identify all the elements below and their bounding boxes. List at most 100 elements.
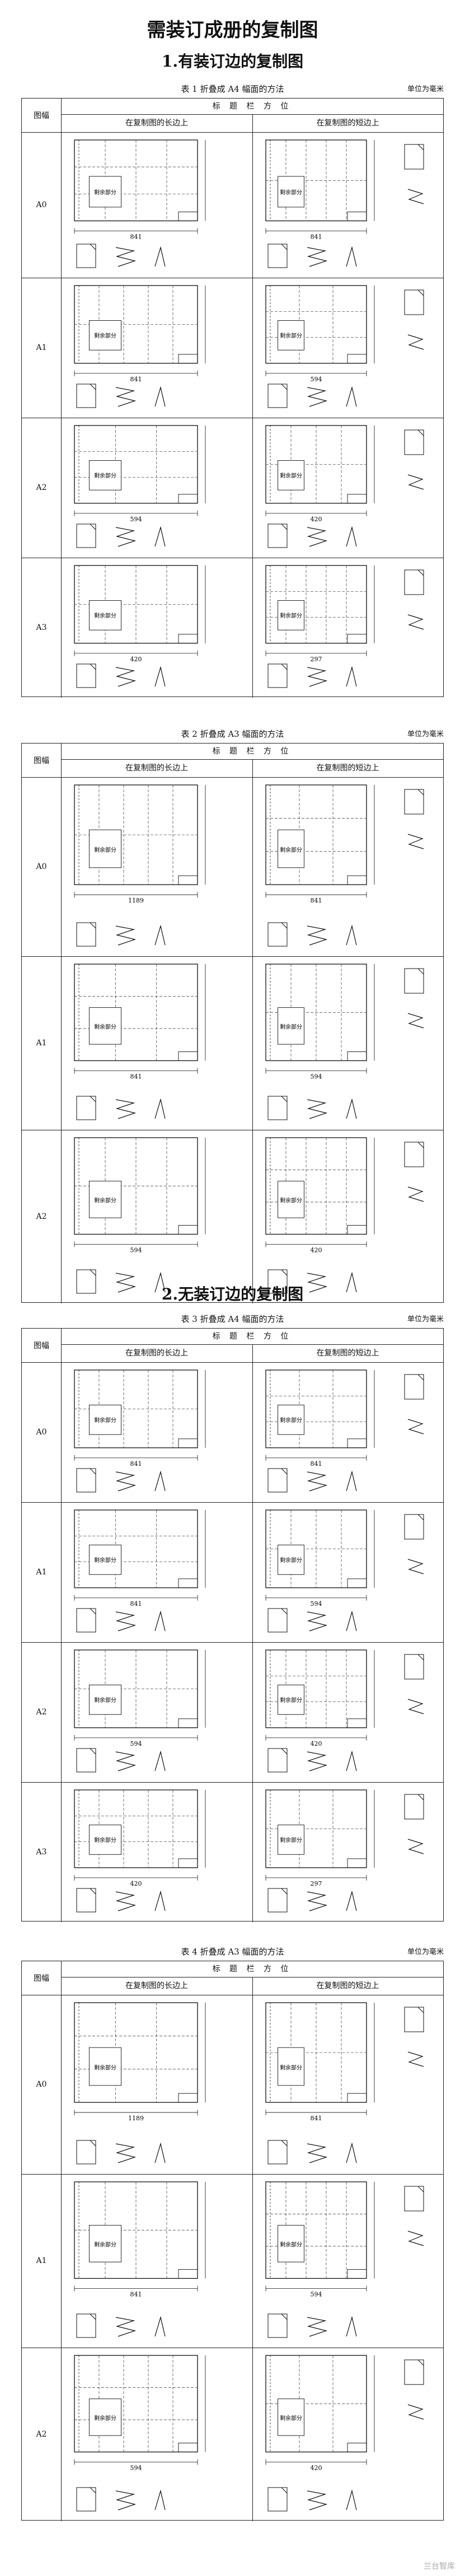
remaining-part-box	[88, 1685, 122, 1715]
zigzag-fold-icon	[115, 925, 137, 946]
title-block-mark	[347, 1051, 367, 1061]
fold-direction-icon	[346, 924, 357, 946]
remaining-part-box	[88, 1405, 122, 1435]
title-block-mark	[347, 1578, 367, 1588]
dimension-label: 420	[311, 2464, 322, 2471]
header-short-side: 在复制图的短边上	[252, 114, 443, 133]
remaining-part-box	[88, 829, 122, 868]
short-side-diagram: 剩余部分 420	[265, 1649, 424, 1773]
row-format-label: A3	[22, 558, 62, 698]
remaining-part-box	[278, 600, 304, 630]
document-title: 需装订成册的复制图	[147, 19, 318, 41]
row-format-label: A0	[22, 1995, 62, 2174]
fold-direction-icon	[346, 526, 357, 547]
dimension-label: 841	[311, 2115, 322, 2122]
zigzag-fold-icon	[407, 614, 424, 630]
table-caption: 表 4 折叠成 A3 幅面的方法单位为毫米	[21, 1946, 444, 1959]
zigzag-fold-icon	[307, 1471, 328, 1492]
fold-direction-icon	[346, 246, 357, 267]
folded-page-icon	[76, 2140, 96, 2164]
folded-page-icon	[76, 1269, 96, 1294]
zigzag-fold-icon	[407, 1559, 424, 1574]
remaining-part-label: 剩余部分	[280, 1696, 302, 1704]
remaining-part-box	[278, 1685, 304, 1715]
fold-direction-icon	[346, 386, 357, 407]
remaining-part-label: 剩余部分	[94, 846, 116, 853]
watermark: 兰台智库	[424, 2562, 455, 2571]
zigzag-fold-icon	[115, 667, 137, 687]
row-format-label: A2	[22, 1130, 62, 1303]
title-block-mark	[178, 2093, 198, 2103]
table-caption-text: 表 3 折叠成 A4 幅面的方法	[181, 1314, 284, 1324]
remaining-part-box	[278, 1405, 304, 1435]
sheet-outline	[265, 2181, 367, 2279]
remaining-part-box	[278, 1007, 304, 1045]
remaining-part-label: 剩余部分	[280, 1556, 302, 1564]
row-format-label: A1	[22, 278, 62, 418]
remaining-part-box	[278, 829, 304, 868]
title-block-mark	[178, 1858, 198, 1868]
section-heading: 1.有装订边的复制图	[161, 52, 304, 71]
fold-direction-icon	[154, 666, 166, 687]
fold-direction-icon	[154, 2142, 166, 2163]
remaining-part-label: 剩余部分	[280, 1836, 302, 1844]
zigzag-fold-icon	[407, 2404, 424, 2420]
header-title-block: 标 题 栏 方 位	[61, 99, 443, 115]
row-format-label: A1	[22, 1502, 62, 1642]
zigzag-fold-icon	[115, 1891, 137, 1911]
title-block-mark	[347, 354, 367, 364]
sheet-outline	[74, 425, 198, 504]
row-format-label: A0	[22, 132, 62, 278]
title-block-mark	[347, 1438, 367, 1448]
column-divider	[252, 132, 253, 278]
title-block-mark	[178, 875, 198, 885]
title-block-mark	[178, 2269, 198, 2279]
dimension-label: 841	[311, 897, 322, 904]
folded-page-icon	[76, 1096, 96, 1120]
header-short-side: 在复制图的短边上	[252, 759, 443, 778]
folded-page-icon	[267, 244, 288, 268]
zigzag-fold-icon	[407, 334, 424, 350]
zigzag-fold-icon	[407, 1839, 424, 1854]
remaining-part-box	[88, 1007, 122, 1045]
dimension-label: 594	[311, 2290, 322, 2298]
remaining-part-label: 剩余部分	[94, 189, 116, 196]
dimension-label: 594	[130, 516, 142, 523]
remaining-part-box	[88, 1181, 122, 1218]
zigzag-fold-icon	[115, 1099, 137, 1119]
zigzag-fold-icon	[307, 1751, 328, 1771]
sheet-outline	[74, 2002, 198, 2103]
dimension-label: 420	[311, 1740, 322, 1747]
title-block-mark	[178, 1438, 198, 1448]
row-format-label: A2	[22, 1642, 62, 1782]
remaining-part-label: 剩余部分	[94, 1023, 116, 1031]
title-block-mark	[178, 1578, 198, 1588]
title-block-mark	[347, 2093, 367, 2103]
remaining-part-label: 剩余部分	[280, 1023, 302, 1031]
header-long-side: 在复制图的长边上	[61, 759, 253, 778]
remaining-part-label: 剩余部分	[94, 1416, 116, 1424]
folded-page-icon	[404, 1142, 424, 1167]
